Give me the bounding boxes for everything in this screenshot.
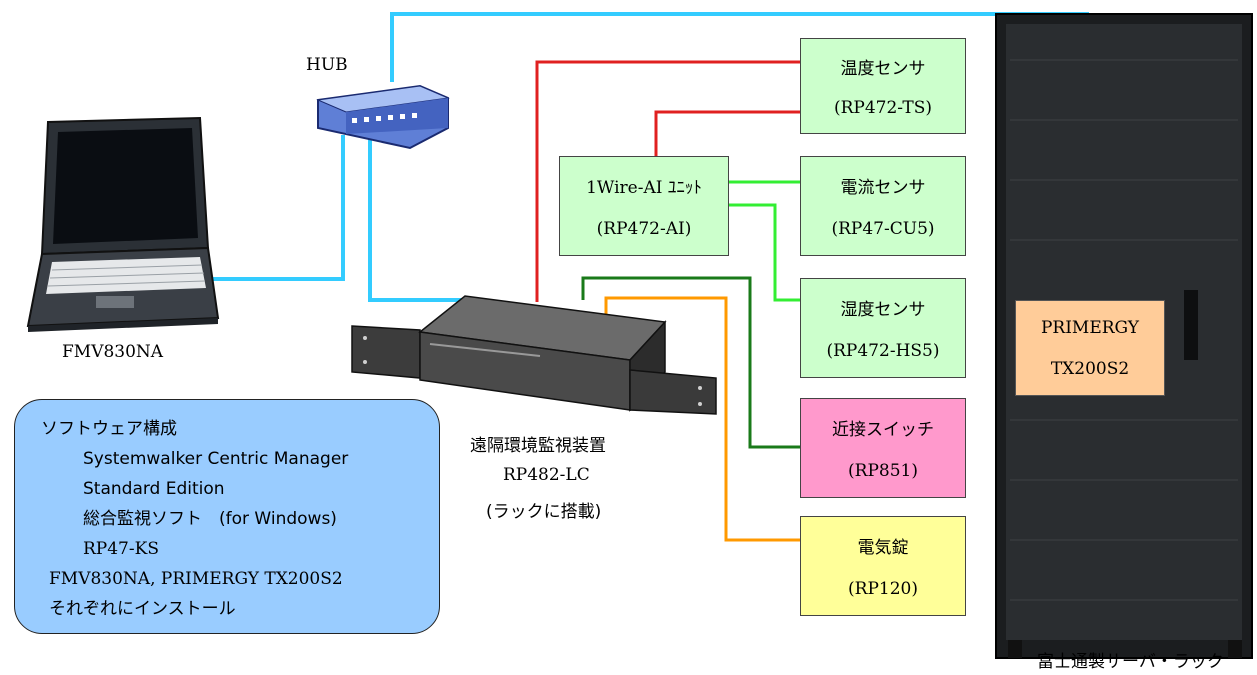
humidity-sensor-model: (RP472-HS5) xyxy=(826,340,940,361)
electric-lock-model: (RP120) xyxy=(848,578,918,599)
current-sensor-model: (RP47-CU5) xyxy=(831,218,935,239)
electric-lock-box: 電気錠 (RP120) xyxy=(800,516,966,616)
server-model: TX200S2 xyxy=(1050,358,1130,379)
lan-cable-hub-server xyxy=(390,12,1089,300)
temp-sensor-model: (RP472-TS) xyxy=(833,97,933,118)
wire-ai-unit-model: (RP472-AI) xyxy=(596,218,692,239)
monitor-device-name: 遠隔環境監視装置 xyxy=(470,436,606,456)
temp-sensor-wires xyxy=(535,60,800,302)
monitor-device-model: RP482-LC xyxy=(503,465,590,485)
software-item-standard-edition: Standard Edition xyxy=(83,479,225,499)
wire-ai-temp xyxy=(654,110,800,157)
wire-monitor-temp xyxy=(535,60,800,302)
current-sensor-box: 電流センサ (RP47-CU5) xyxy=(800,156,966,256)
laptop-label: FMV830NA xyxy=(62,342,164,362)
lan-cable-hub-monitor xyxy=(368,135,464,302)
lan-cable-laptop-hub xyxy=(200,135,345,281)
software-item-monitor-soft: 総合監視ソフト (for Windows) xyxy=(83,509,337,529)
ai-sensor-wires xyxy=(729,180,800,302)
software-item-rp47ks: RP47-KS xyxy=(83,539,159,559)
proximity-switch-model: (RP851) xyxy=(848,460,918,481)
rack-label: 富士通製サーバ・ラック xyxy=(1037,652,1224,672)
hub-label: HUB xyxy=(306,55,348,75)
software-install-targets: FMV830NA, PRIMERGY TX200S2 xyxy=(49,569,343,589)
temp-sensor-name: 温度センサ xyxy=(840,59,926,80)
monitor-device-note: (ラックに搭載) xyxy=(486,502,602,522)
laptop-illustration xyxy=(26,116,220,332)
wire-ai-unit-box: 1Wire-AI ﾕﾆｯﾄ (RP472-AI) xyxy=(559,156,729,256)
humidity-sensor-box: 湿度センサ (RP472-HS5) xyxy=(800,278,966,378)
software-config-panel: ソフトウェア構成 Systemwalker Centric Manager St… xyxy=(14,399,440,634)
current-sensor-name: 電流センサ xyxy=(840,178,926,199)
electric-lock-name: 電気錠 xyxy=(857,538,909,559)
monitor-device-illustration xyxy=(351,295,717,415)
server-name: PRIMERGY xyxy=(1040,317,1140,338)
humidity-sensor-name: 湿度センサ xyxy=(840,300,926,321)
wire-ai-unit-name: 1Wire-AI ﾕﾆｯﾄ xyxy=(586,178,702,199)
wire-monitor-lock xyxy=(604,296,800,542)
hub-illustration xyxy=(316,84,450,150)
software-title: ソフトウェア構成 xyxy=(41,419,177,439)
proximity-switch-name: 近接スイッチ xyxy=(832,420,934,441)
server-box: PRIMERGY TX200S2 xyxy=(1015,300,1165,396)
temp-sensor-box: 温度センサ (RP472-TS) xyxy=(800,38,966,134)
proximity-switch-box: 近接スイッチ (RP851) xyxy=(800,398,966,498)
wire-ai-humid xyxy=(729,203,800,302)
software-install-note: それぞれにインストール xyxy=(49,599,236,619)
software-item-centric-manager: Systemwalker Centric Manager xyxy=(83,449,349,469)
wire-monitor-proximity xyxy=(581,276,800,449)
